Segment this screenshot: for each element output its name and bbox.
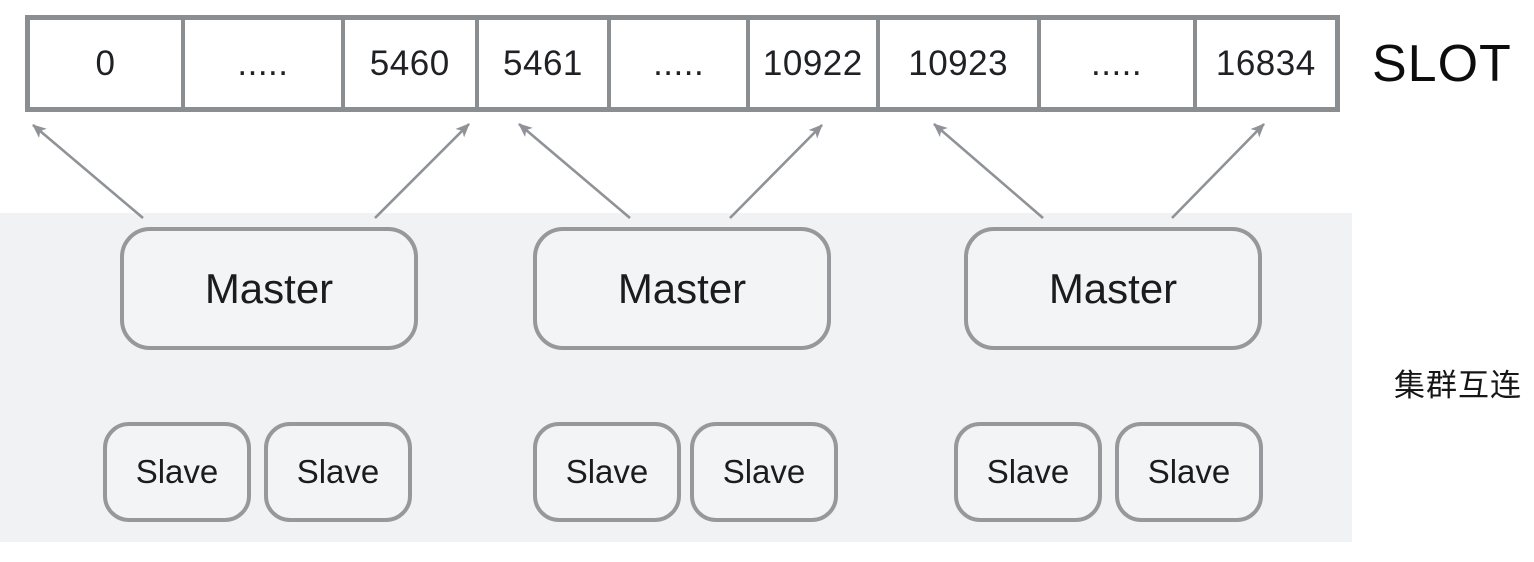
slot-table: 0 ..... 5460 5461 ..... 10922 10923 ....… [25,15,1340,112]
slot-cell-0: 0 [95,43,116,83]
arrow-master1-to-slot-0 [32,124,144,219]
slot-cell-dots3: ..... [1036,20,1193,107]
arrow-master1-to-slot-5460 [374,123,470,219]
slot-cell-5461: 5461 [474,20,608,107]
slave-node-1b: Slave [264,422,412,522]
slot-row-label: SLOT [1372,35,1512,93]
cluster-interconnect-label: 集群互连 [1394,368,1522,403]
slave-node-1a: Slave [103,422,251,522]
master-node-3: Master [964,227,1262,350]
slave-node-2b: Slave [690,422,838,522]
slot-cell-dots1: ..... [181,20,341,107]
master-node-2: Master [533,227,831,350]
master-node-1: Master [120,227,418,350]
slot-cell-5460: 5460 [340,20,475,107]
slot-cell-16834: 16834 [1192,20,1335,107]
slave-node-3b: Slave [1115,422,1263,522]
slave-node-3a: Slave [954,422,1102,522]
arrow-master3-to-slot-16834 [1171,123,1265,219]
slot-cell-10923: 10923 [875,20,1037,107]
arrow-master3-to-slot-10923 [933,123,1044,219]
arrow-master2-to-slot-10922 [729,124,823,219]
slave-node-2a: Slave [533,422,681,522]
arrow-master2-to-slot-5461 [518,123,631,219]
slot-cell-10922: 10922 [745,20,876,107]
slot-cell-dots2: ..... [607,20,746,107]
